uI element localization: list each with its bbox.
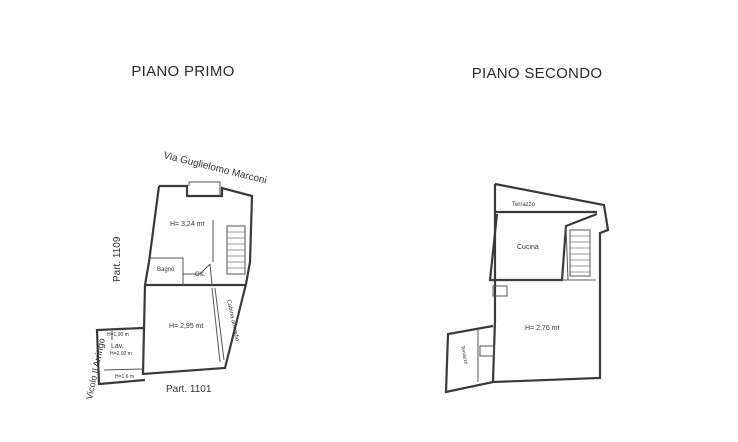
second-floor-stairs (569, 229, 591, 277)
laundry-height: H=2,00 m (110, 351, 132, 357)
second-main-height: H= 2,76 mt (525, 325, 559, 332)
first-lower-height: H= 2,95 mt (169, 323, 203, 330)
first-floor-stairs (226, 225, 246, 275)
laundry-top-height: H=1,90 m (107, 332, 129, 338)
first-floor-title: PIANO PRIMO (131, 63, 234, 80)
first-main-height: H= 3,24 mt (170, 221, 204, 228)
kitchen-label: Cucina (517, 244, 539, 251)
second-floor-walls (444, 182, 610, 394)
closet-label: Cls. (195, 272, 206, 278)
street-label: Via Guglielomo Marconi (162, 150, 267, 186)
parcel-side-label: Part. 1109 (112, 236, 123, 282)
small-room-label: Terrazzo (459, 345, 469, 365)
alley-label: Vicolo Il Arringo (84, 337, 107, 400)
parcel-bottom-label: Part. 1101 (166, 384, 212, 395)
bathroom-label: Bagno (157, 267, 175, 273)
laundry-bottom-height: H=1,6 m (115, 374, 134, 380)
terrace-label: Terrazzo (512, 202, 536, 208)
laundry-label: Lav. (111, 343, 124, 350)
first-floor-walls (95, 181, 254, 386)
second-floor-title: PIANO SECONDO (472, 65, 603, 82)
